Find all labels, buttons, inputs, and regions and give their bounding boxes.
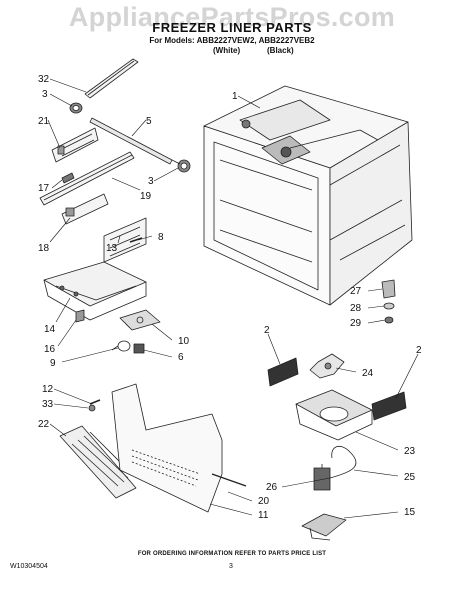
part-3-roller-bottom <box>171 159 191 173</box>
callout-24: 24 <box>362 368 374 379</box>
color-label-white: (White) <box>213 46 241 55</box>
callout-19: 19 <box>140 191 152 202</box>
part-29-nut <box>384 316 394 324</box>
document-number: W10304504 <box>10 563 48 570</box>
callout-3-top: 3 <box>42 89 48 100</box>
callout-18: 18 <box>38 243 50 254</box>
callout-27: 27 <box>350 286 362 297</box>
part-32-rail <box>84 58 139 99</box>
part-8-screw <box>129 237 143 243</box>
callout-14: 14 <box>44 324 56 335</box>
callout-3-bottom: 3 <box>148 176 154 187</box>
part-2-foam-left <box>267 357 299 387</box>
page-title: FREEZER LINER PARTS <box>152 20 312 35</box>
models-line: For Models: ABB2227VEW2, ABB2227VEB2 <box>149 36 315 45</box>
part-27-cap <box>381 279 396 299</box>
part-18-rail <box>61 193 109 225</box>
callout-11: 11 <box>258 510 269 521</box>
callout-2-right: 2 <box>416 345 422 356</box>
callout-32: 32 <box>38 74 50 85</box>
callout-12: 12 <box>42 384 54 395</box>
callout-13: 13 <box>106 243 118 254</box>
callout-29: 29 <box>350 318 362 329</box>
watermark-text: AppliancePartsPros.com <box>68 2 396 32</box>
callout-16: 16 <box>44 344 56 355</box>
callout-33: 33 <box>42 399 54 410</box>
color-label-black: (Black) <box>267 46 294 55</box>
part-5-rod <box>89 117 173 165</box>
callout-8: 8 <box>158 232 164 243</box>
part-21-bracket <box>51 127 99 163</box>
part-20-rod <box>211 473 247 487</box>
part-9-bulb <box>111 340 131 352</box>
part-24-fan-blade <box>309 353 345 379</box>
part-2-foam-right <box>371 391 407 421</box>
callout-25: 25 <box>404 472 416 483</box>
callout-5: 5 <box>146 116 152 127</box>
leader-lines <box>47 78 419 519</box>
ordering-info: FOR ORDERING INFORMATION REFER TO PARTS … <box>137 551 327 557</box>
callout-21: 21 <box>38 116 50 127</box>
part-13-bracket <box>103 217 147 263</box>
part-17-clip <box>61 172 75 184</box>
part-23-fan-housing <box>295 389 373 441</box>
part-26-motor <box>313 464 331 491</box>
callout-23: 23 <box>404 446 416 457</box>
callout-10: 10 <box>178 336 190 347</box>
part-16-clip <box>75 309 85 323</box>
part-12-screw <box>89 399 101 405</box>
part-25-wire <box>329 445 357 479</box>
part-1-freezer-liner <box>203 85 413 306</box>
part-6-socket <box>133 343 145 354</box>
part-3-roller-top <box>69 102 83 114</box>
part-28-washer <box>383 302 395 310</box>
part-15-bracket <box>301 513 347 541</box>
callout-6: 6 <box>178 352 184 363</box>
callout-28: 28 <box>350 303 362 314</box>
part-19-slide-rail <box>39 151 135 206</box>
callout-2-left: 2 <box>264 325 270 336</box>
callout-9: 9 <box>50 358 56 369</box>
page-number: 3 <box>229 563 233 570</box>
part-10-gasket <box>119 309 161 331</box>
callout-17: 17 <box>38 183 50 194</box>
callout-22: 22 <box>38 419 50 430</box>
callout-26: 26 <box>266 482 278 493</box>
callout-15: 15 <box>404 507 416 518</box>
callout-20: 20 <box>258 496 270 507</box>
part-14-tray <box>43 261 147 321</box>
part-11-rear-panel <box>111 383 223 513</box>
part-22-grille <box>59 425 137 499</box>
callout-1: 1 <box>232 91 238 102</box>
part-33-grommet <box>88 404 96 412</box>
